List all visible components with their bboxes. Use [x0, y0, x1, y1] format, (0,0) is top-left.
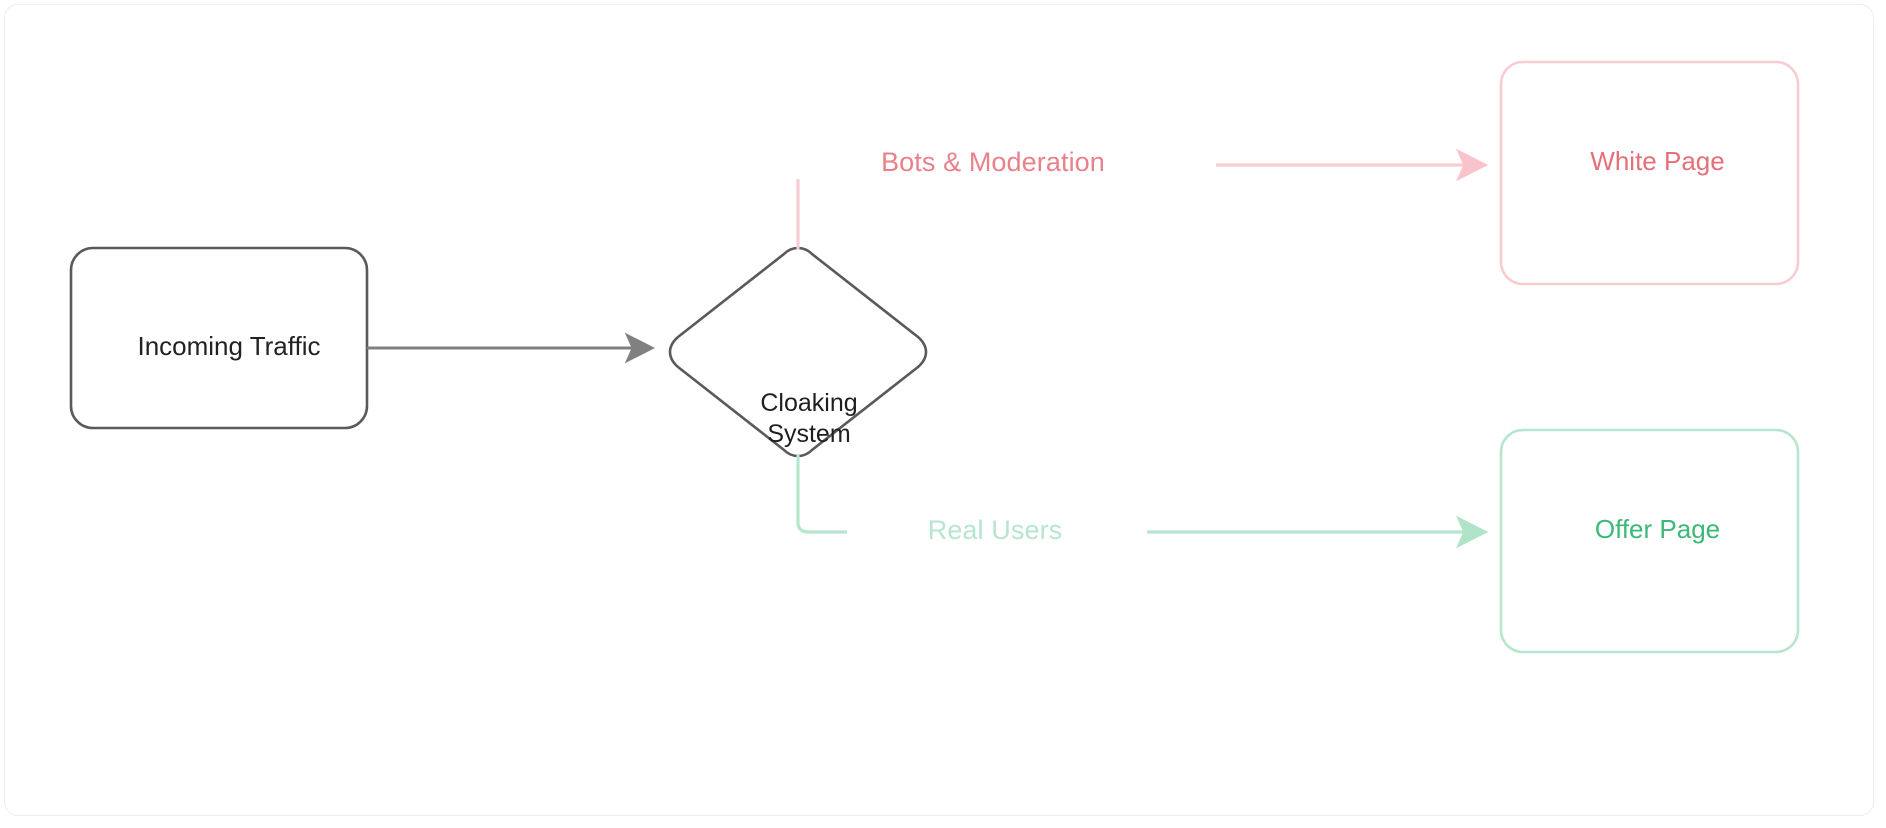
node-cloaking-system-hitbox[interactable] [670, 248, 926, 456]
node-white-page-hitbox[interactable] [1501, 62, 1798, 284]
flowchart-svg [69, 60, 1800, 654]
edge-label-mask-real-users [847, 518, 1147, 546]
edge-cloaking-to-offer-page [796, 454, 1489, 549]
node-incoming-traffic-hitbox[interactable] [71, 248, 367, 428]
node-offer-page[interactable] [1499, 428, 1800, 654]
diagram-canvas: Incoming Traffic Cloaking System White P… [4, 4, 1874, 816]
edge-label-mask-bots [796, 151, 1216, 179]
node-offer-page-hitbox[interactable] [1501, 430, 1798, 652]
node-incoming-traffic[interactable] [69, 246, 369, 430]
node-white-page[interactable] [1499, 60, 1800, 286]
